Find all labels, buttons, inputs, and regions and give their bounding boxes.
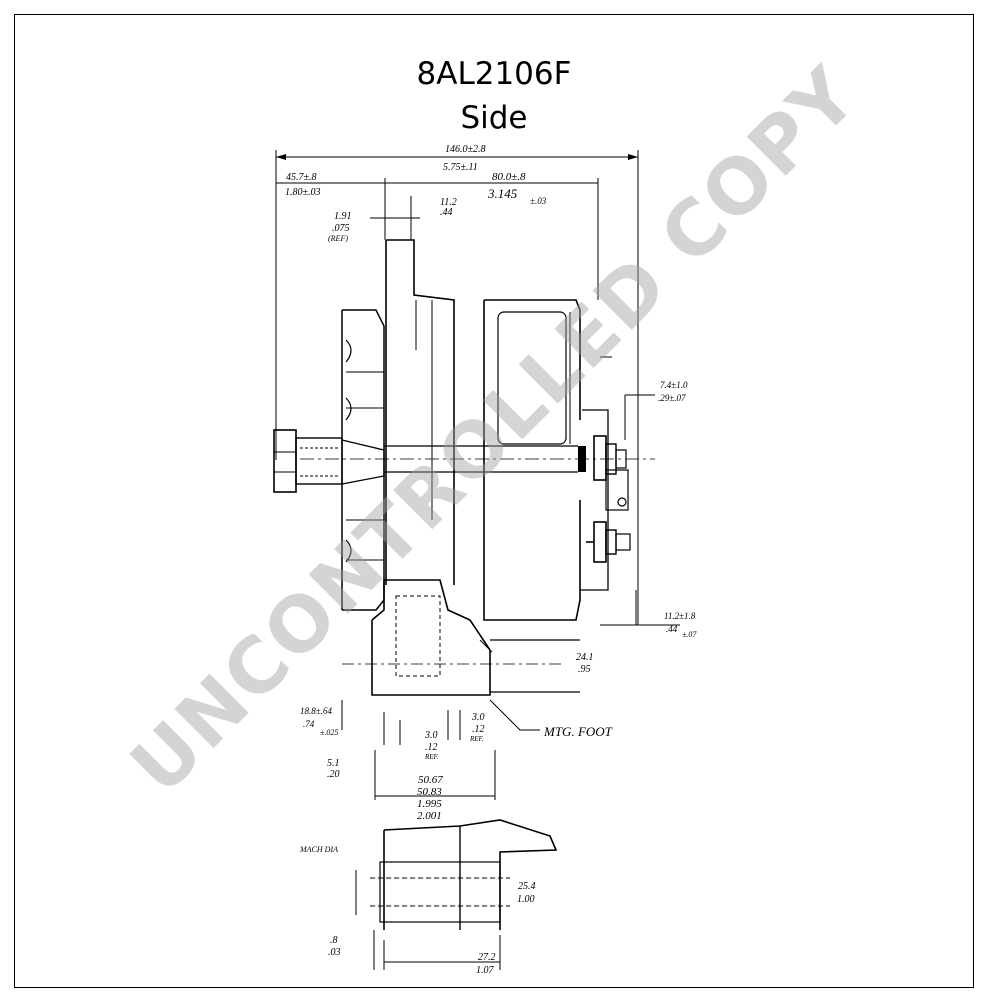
dim-51-in: .20 [327, 769, 340, 780]
dim-272-mm: 27.2 [478, 952, 496, 963]
dim-right-tol: ±.03 [530, 196, 547, 206]
dim-5083: 50.83 [417, 786, 442, 798]
part-number-title: 8AL2106F [416, 56, 572, 92]
dim-112-tol: ±.07 [682, 630, 697, 639]
rear-housing [483, 299, 581, 621]
dim-188-in: .74 [303, 719, 315, 729]
view-subtitle: Side [460, 100, 528, 136]
dim-272-in: 1.07 [476, 965, 495, 976]
dim-30a-ref: REF. [424, 753, 439, 761]
dim-29: .29±.07 [658, 393, 686, 403]
dim-112-in: .44 [666, 624, 678, 634]
mounting-foot [341, 579, 580, 800]
dim-30b-in: .12 [472, 724, 485, 735]
front-housing [385, 239, 455, 585]
left-right-dimension [276, 178, 612, 358]
dim-ref: (REF) [328, 234, 348, 243]
dim-11c: 11.2 [440, 197, 457, 208]
dim-5067: 50.67 [418, 774, 443, 786]
dim-2001: 2.001 [417, 810, 442, 822]
dim-overall-mm: 146.0±2.8 [445, 144, 486, 155]
dim-left-in: 1.80±.03 [285, 187, 321, 198]
dim-254-mm: 25.4 [518, 881, 536, 892]
terminal-block [578, 409, 631, 591]
dim-74: 7.4±1.0 [660, 380, 688, 390]
dim-30a-mm: 3.0 [424, 730, 438, 741]
right-side-dims [600, 394, 680, 626]
dim-1995: 1.995 [417, 798, 442, 810]
dimension-labels: 146.0±2.8 5.75±.11 45.7±.8 1.80±.03 80.0… [285, 144, 697, 976]
dim-51-mm: 5.1 [327, 758, 340, 769]
pulley-fan [341, 309, 385, 611]
dim-188-mm: 18.8±.64 [300, 706, 332, 716]
dim-8-mm: .8 [330, 935, 338, 946]
dim-right-mm: 80.0±.8 [492, 171, 526, 183]
dim-left-mm: 45.7±.8 [286, 172, 317, 183]
dim-30b-ref: REF. [469, 735, 484, 743]
mtg-foot-label: MTG. FOOT [543, 724, 613, 739]
dim-8-in: .03 [328, 947, 341, 958]
dim-241-in: .95 [578, 664, 591, 675]
dim-254-in: 1.00 [517, 894, 535, 905]
overall-dimension [275, 150, 639, 625]
dim-right-in: 3.145 [487, 186, 518, 201]
dim-30a-in: .12 [425, 742, 438, 753]
dim-191: 1.91 [334, 211, 352, 222]
dim-075: .075 [332, 223, 350, 234]
shaft [300, 445, 655, 473]
dim-241-mm: 24.1 [576, 652, 594, 663]
dim-112-mm: 11.2±1.8 [664, 611, 696, 621]
dim-overall-in: 5.75±.11 [443, 162, 478, 173]
shaft-nut [273, 429, 385, 493]
mach-dia-label: MACH DIA [299, 845, 338, 854]
dim-30b-mm: 3.0 [471, 712, 485, 723]
bottom-detail [355, 819, 558, 970]
drawing-frame [14, 14, 974, 988]
dim-188-tol: ±.025 [320, 728, 338, 737]
dim-44: .44 [440, 207, 453, 218]
